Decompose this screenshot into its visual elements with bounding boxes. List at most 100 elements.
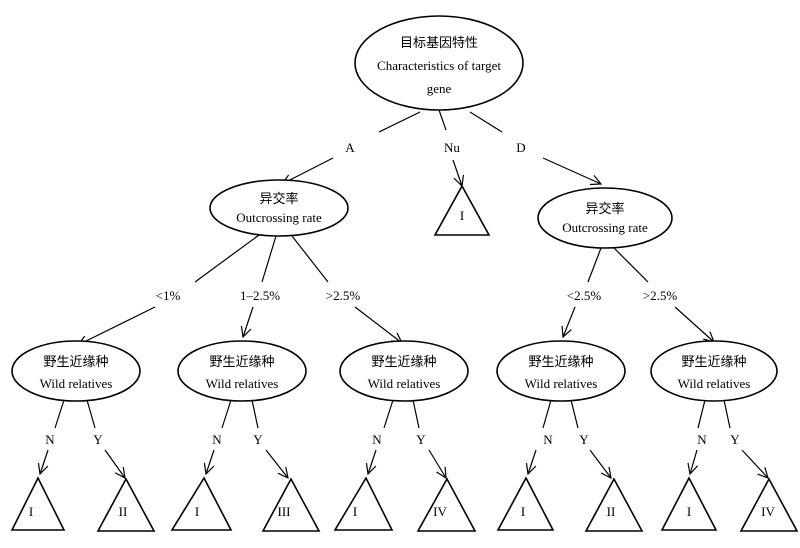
leaf-triangle: [496, 476, 555, 531]
edge-mid-top: [261, 235, 277, 283]
leaf-label: I: [29, 504, 33, 519]
outcrossing-node-right: 异交率 Outcrossing rate: [537, 187, 673, 249]
leaf-triangle: [584, 477, 644, 532]
root-label-en: Characteristics of target: [377, 58, 501, 73]
leaf-w4-y: II: [584, 477, 644, 532]
wild-label-cn: 野生近缘种: [528, 354, 593, 369]
edge-label-lt25: <2.5%: [567, 288, 602, 303]
edge-root-d-bottom: [542, 157, 601, 184]
leaf-w5-y: IV: [739, 477, 799, 532]
wild-ellipse: [496, 340, 626, 402]
wild-label-cn: 野生近缘种: [43, 354, 108, 369]
edge-label-y: Y: [579, 432, 589, 447]
wild-ellipse: [177, 340, 307, 402]
edge-n-top: [221, 399, 232, 429]
wild-label-en: Wild relatives: [678, 376, 751, 391]
leaf-label: I: [460, 208, 464, 223]
edge-n-top: [542, 399, 552, 429]
leaf-triangle: [96, 477, 156, 532]
outcrossing-ellipse: [209, 179, 349, 237]
edge-label-y: Y: [93, 432, 103, 447]
leaf-label: I: [353, 504, 357, 519]
edge-y-bottom: [428, 449, 446, 478]
edge-y-bottom: [104, 449, 125, 478]
edge-gt25a-top: [291, 235, 329, 283]
leaf-triangle: [261, 477, 321, 532]
leaf-triangle: [333, 476, 394, 531]
edge-n-bottom: [528, 449, 537, 474]
edge-label-y: Y: [730, 432, 740, 447]
edge-y-bottom: [741, 449, 768, 478]
edge-gt25b-bottom: [674, 306, 714, 342]
wild-label-cn: 野生近缘种: [209, 354, 274, 369]
leaf-w2-n: I: [170, 476, 233, 531]
edge-y-top: [570, 399, 579, 429]
edge-lt1-top: [194, 234, 260, 283]
edge-mid-bottom: [243, 306, 254, 337]
outcrossing-label-cn: 异交率: [585, 201, 624, 216]
edge-y-bottom: [589, 449, 611, 478]
root-label-cn: 目标基因特性: [400, 35, 478, 50]
leaf-label: II: [607, 504, 616, 519]
leaf-label: I: [521, 504, 525, 519]
edge-y-top: [412, 399, 420, 429]
leaf-label: II: [119, 504, 128, 519]
leaf-label: IV: [433, 504, 447, 519]
edge-n-bottom: [690, 449, 697, 474]
outcrossing-label-cn: 异交率: [259, 191, 298, 206]
edge-n-top: [383, 399, 394, 429]
wild-label-en: Wild relatives: [368, 376, 441, 391]
edge-label-y: Y: [416, 432, 426, 447]
edge-y-top: [251, 399, 259, 429]
edge-label-n: N: [543, 432, 553, 447]
edge-lt25-bottom: [563, 306, 576, 337]
edge-n-top: [54, 399, 65, 429]
edge-gt25a-bottom: [354, 306, 402, 343]
edge-label-gt25b: >2.5%: [643, 288, 678, 303]
edge-label-a: A: [345, 140, 355, 155]
outcrossing-label-en: Outcrossing rate: [562, 220, 648, 235]
edge-label-gt25a: >2.5%: [326, 288, 361, 303]
outcrossing-node-left: 异交率 Outcrossing rate: [209, 179, 349, 237]
wild-node-1: 野生近缘种 Wild relatives: [11, 340, 141, 402]
wild-node-4: 野生近缘种 Wild relatives: [496, 340, 626, 402]
edge-y-bottom: [265, 449, 288, 478]
leaf-w2-y: III: [261, 477, 321, 532]
edge-label-n: N: [45, 432, 55, 447]
edge-label-nu: Nu: [444, 140, 460, 155]
wild-label-en: Wild relatives: [40, 376, 113, 391]
edge-label-lt1: <1%: [156, 288, 181, 303]
edge-label-n: N: [697, 432, 707, 447]
leaf-w4-n: I: [496, 476, 555, 531]
edge-n-bottom: [206, 449, 215, 474]
leaf-triangle: [433, 184, 491, 236]
leaf-w3-n: I: [333, 476, 394, 531]
edge-label-mid: 1–2.5%: [240, 288, 280, 303]
edge-n-top: [697, 399, 706, 429]
wild-node-3: 野生近缘种 Wild relatives: [339, 340, 469, 402]
edge-label-n: N: [212, 432, 222, 447]
wild-node-2: 野生近缘种 Wild relatives: [177, 340, 307, 402]
root-label-en-2: gene: [427, 81, 452, 96]
edge-y-top: [86, 399, 96, 429]
edge-n-bottom: [368, 449, 377, 474]
edge-lt1-bottom: [78, 306, 156, 345]
edge-root-nu-bottom: [452, 159, 462, 186]
leaf-triangle: [170, 476, 233, 531]
edge-gt25b-top: [613, 247, 649, 283]
leaf-w1-n: I: [10, 476, 66, 531]
leaf-w3-y: IV: [416, 477, 477, 532]
edge-y-top: [723, 399, 731, 429]
leaf-label: III: [278, 504, 291, 519]
leaf-triangle: [739, 477, 799, 532]
wild-ellipse: [650, 340, 778, 402]
wild-ellipse: [11, 340, 141, 402]
wild-label-cn: 野生近缘种: [681, 354, 746, 369]
leaf-triangle: [660, 476, 718, 531]
wild-ellipse: [339, 340, 469, 402]
leaf-label: IV: [761, 504, 775, 519]
wild-node-5: 野生近缘种 Wild relatives: [650, 340, 778, 402]
edge-lt25-top: [587, 247, 602, 283]
leaf-label: I: [687, 504, 691, 519]
